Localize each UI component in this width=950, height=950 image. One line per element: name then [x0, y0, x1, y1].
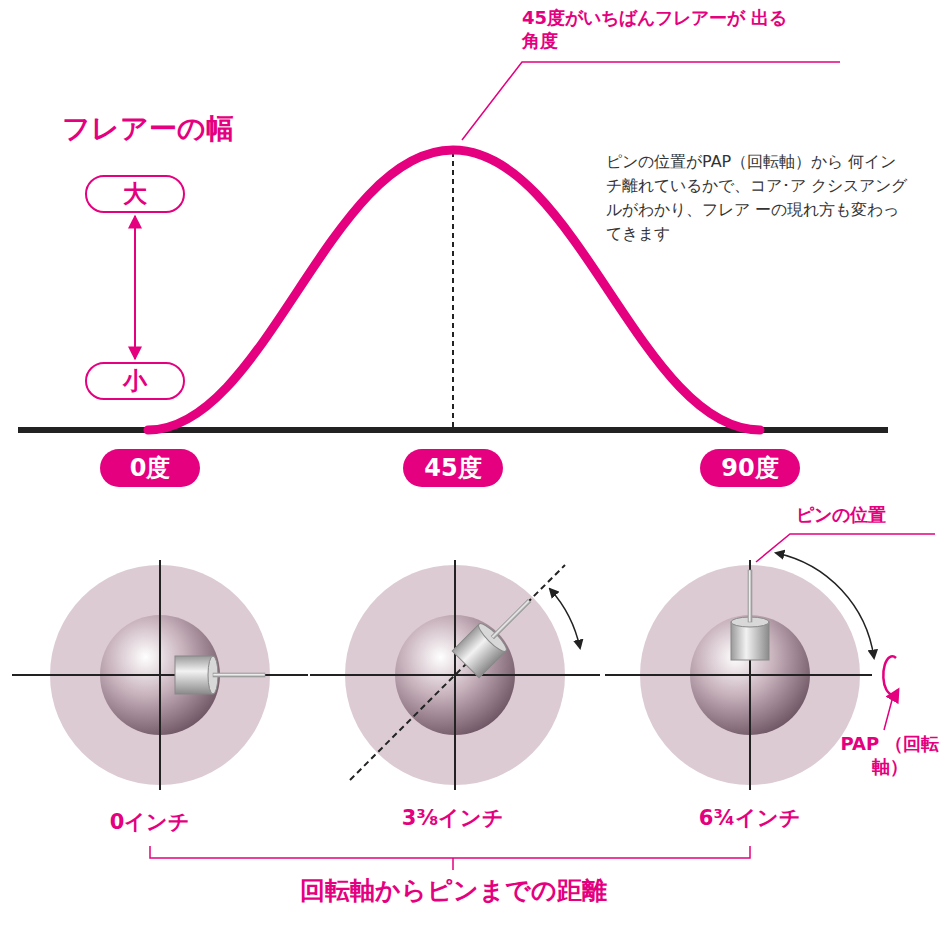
dimension-label: 0インチ	[70, 810, 230, 835]
dimension-label: 6¾インチ	[660, 806, 840, 831]
pill-text: 大	[123, 178, 147, 210]
explanation-note: ピンの位置がPAP（回転軸）から 何インチ離れているかで、コア･ア クシスアング…	[606, 150, 911, 246]
pill-text: 0度	[130, 452, 171, 484]
part-name: PAP （回転軸）	[840, 733, 940, 778]
pill-text: 小	[123, 365, 147, 397]
dimension-label: 3⅜インチ	[363, 806, 543, 831]
angle-pill: 90度	[700, 449, 800, 487]
part-name: ピンの位置	[796, 504, 936, 526]
pill-text: 90度	[721, 452, 778, 484]
pill-text: 45度	[424, 452, 481, 484]
angle-pill: 45度	[403, 449, 503, 487]
scale-pill: 小	[85, 362, 185, 400]
callout-note: 45度がいちばんフレアーが 出る角度	[522, 6, 792, 53]
scale-pill: 大	[85, 175, 185, 213]
angle-pill: 0度	[100, 449, 200, 487]
scale-arrow	[134, 216, 136, 359]
bracket-label: 回転軸からピンまでの距離	[253, 876, 653, 906]
axis-title: フレアーの幅	[62, 112, 292, 146]
